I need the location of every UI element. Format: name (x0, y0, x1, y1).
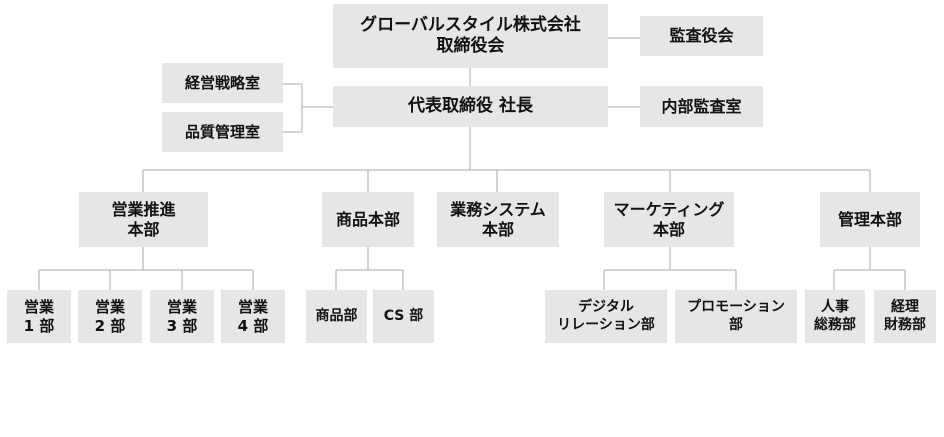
product-dept-box: 商品部 (306, 290, 367, 343)
administration-division-box: 管理本部 (820, 192, 920, 247)
hr-general-affairs-dept-label: 人事 総務部 (814, 299, 856, 333)
sales-promotion-division-label: 営業推進 本部 (111, 199, 176, 239)
internal-audit-box: 内部監査室 (640, 86, 763, 127)
board-of-directors-box: グローバルスタイル株式会社 取締役会 (333, 4, 608, 68)
quality-office-box: 品質管理室 (162, 112, 283, 152)
product-dept-label: 商品部 (315, 307, 358, 324)
business-system-division-label: 業務システム 本部 (450, 199, 546, 239)
connector-lines (38, 37, 906, 290)
promotion-dept-box: プロモーション 部 (675, 290, 797, 343)
finance-accounting-dept-box: 経理 財務部 (874, 290, 936, 343)
business-system-division-box: 業務システム 本部 (437, 192, 559, 247)
administration-division-label: 管理本部 (837, 209, 902, 229)
cs-dept-label: CS 部 (383, 307, 424, 324)
sales-4-dept-label: 営業 4 部 (237, 297, 269, 335)
sales-3-dept-box: 営業 3 部 (150, 290, 214, 343)
finance-accounting-dept-label: 経理 財務部 (884, 299, 926, 333)
internal-audit-label: 内部監査室 (661, 96, 742, 116)
sales-2-dept-label: 営業 2 部 (94, 297, 126, 335)
sales-1-dept-label: 営業 1 部 (23, 297, 55, 335)
digital-relations-dept-box: デジタル リレーション部 (545, 290, 667, 343)
merchandise-division-label: 商品本部 (335, 209, 400, 229)
hr-general-affairs-dept-box: 人事 総務部 (805, 290, 865, 343)
president-label: 代表取締役 社長 (408, 95, 533, 116)
sales-3-dept-label: 営業 3 部 (166, 297, 198, 335)
sales-promotion-division-box: 営業推進 本部 (79, 192, 208, 247)
quality-office-label: 品質管理室 (184, 122, 260, 141)
strategy-office-label: 経営戦略室 (184, 73, 260, 92)
sales-1-dept-box: 営業 1 部 (7, 290, 71, 343)
marketing-division-label: マーケティング 本部 (613, 199, 725, 239)
sales-2-dept-box: 営業 2 部 (78, 290, 142, 343)
audit-board-box: 監査役会 (640, 16, 763, 56)
marketing-division-box: マーケティング 本部 (604, 192, 734, 247)
sales-4-dept-box: 営業 4 部 (221, 290, 285, 343)
strategy-office-box: 経営戦略室 (162, 63, 283, 103)
president-box: 代表取締役 社長 (333, 86, 608, 127)
digital-relations-dept-label: デジタル リレーション部 (557, 299, 655, 333)
merchandise-division-box: 商品本部 (322, 192, 414, 247)
board-of-directors-label: グローバルスタイル株式会社 取締役会 (360, 14, 581, 56)
audit-board-label: 監査役会 (669, 26, 734, 45)
promotion-dept-label: プロモーション 部 (687, 299, 785, 333)
cs-dept-box: CS 部 (373, 290, 434, 343)
